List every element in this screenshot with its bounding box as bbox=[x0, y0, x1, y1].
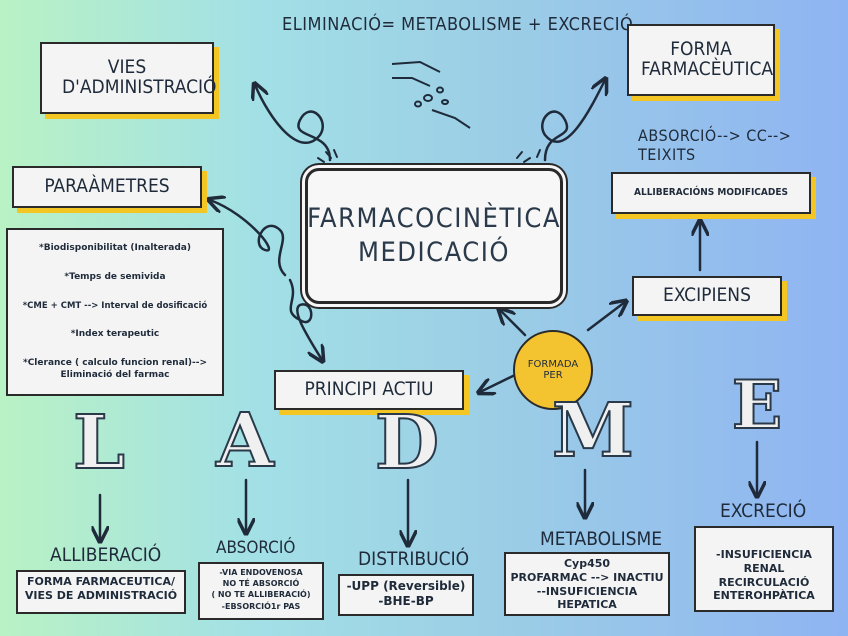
arrow-badge-principi bbox=[480, 373, 517, 392]
parametre-item: *Biodisponibilitat (Inalterada) bbox=[39, 242, 191, 253]
deco-ticks-right bbox=[516, 149, 541, 163]
floral-letter-a: A bbox=[215, 397, 274, 485]
note-line: VIES DE ADMINISTRACIÓ bbox=[24, 588, 178, 602]
stage-absorcio-notes: -VIA ENDOVENOSA NO TÉ ABSORCIÓ ( NO TE A… bbox=[198, 562, 324, 620]
central-title-line2: MEDICACIÓ bbox=[357, 237, 511, 268]
note-line: --INSUFICIENCIA bbox=[536, 584, 638, 598]
stage-distribucio-notes: -UPP (Reversible) -BHE-BP bbox=[338, 574, 474, 616]
box-principi-label: PRINCIPI ACTIU bbox=[304, 378, 434, 401]
box-forma-farmaceutica: FORMA FARMACÈUTICA bbox=[627, 24, 775, 96]
note-line: RECIRCULACIÓ bbox=[718, 575, 810, 589]
note-line: HEPATICA bbox=[557, 598, 617, 612]
box-principi-actiu: PRINCIPI ACTIU bbox=[274, 370, 464, 410]
parametres-list: *Biodisponibilitat (Inalterada) *Temps d… bbox=[6, 228, 224, 396]
box-forma-label: FORMA FARMACÈUTICA bbox=[641, 38, 774, 80]
note-line: ( NO TE ALLIBERACIÓ) bbox=[211, 590, 311, 600]
central-title-line1: FARMACOCINÈTICA bbox=[307, 203, 561, 235]
floral-letter-l: L bbox=[72, 399, 126, 487]
note-line: -UPP (Reversible) bbox=[346, 579, 466, 593]
badge-line1: FORMADA bbox=[527, 359, 579, 370]
stage-metabolisme-notes: Cyp450 PROFARMAC --> INACTIU --INSUFICIE… bbox=[504, 552, 670, 616]
box-excipiens-label: EXCIPIENS bbox=[663, 284, 751, 307]
box-parametres-label: PARAÀMETRES bbox=[44, 175, 170, 198]
box-vies-label: VIES D'ADMINISTRACIÓ bbox=[62, 56, 217, 98]
note-line: FORMA FARMACEUTICA/ bbox=[26, 575, 176, 588]
arrow-to-principi bbox=[288, 278, 322, 360]
box-parametres: PARAÀMETRES bbox=[12, 166, 202, 208]
note-line: NO TÉ ABSORCIÓ bbox=[222, 579, 300, 589]
box-alliberacions-modificades: ALLIBERACIÓNS MODIFICADES bbox=[611, 172, 811, 214]
floral-letter-d: D bbox=[374, 399, 440, 487]
absorcio-chain: ABSORCIÓ--> CC--> TEIXITS bbox=[638, 126, 792, 164]
parametre-item: *CME + CMT --> Interval de dosificació bbox=[22, 300, 208, 311]
central-topic: FARMACOCINÈTICA MEDICACIÓ bbox=[305, 168, 563, 304]
badge-line2: PER bbox=[543, 370, 563, 381]
arrow-to-forma bbox=[541, 80, 605, 162]
parametre-item: *Index terapeutic bbox=[70, 328, 160, 339]
formada-per-badge: FORMADA PER bbox=[513, 330, 593, 410]
arrow-to-vies bbox=[255, 85, 332, 162]
stage-alliberacio-title: ALLIBERACIÓ bbox=[50, 544, 162, 566]
stage-distribucio-title: DISTRIBUCIÓ bbox=[358, 548, 470, 570]
deco-ticks-left bbox=[317, 149, 338, 163]
box-alliberacions-label: ALLIBERACIÓNS MODIFICADES bbox=[634, 186, 788, 198]
arrow-to-parametres bbox=[210, 200, 287, 277]
box-vies-administracio: VIES D'ADMINISTRACIÓ bbox=[40, 42, 217, 114]
note-line: -EBSORCIÓ1r PAS bbox=[221, 601, 301, 611]
formula-header: ELIMINACIÓ= METABOLISME + EXCRECIÓ bbox=[282, 14, 634, 35]
stage-alliberacio-notes: FORMA FARMACEUTICA/ VIES DE ADMINISTRACI… bbox=[16, 570, 186, 614]
stage-absorcio-title: ABSORCIÓ bbox=[216, 538, 296, 558]
note-line: PROFARMAC --> INACTIU bbox=[510, 570, 664, 584]
floral-letter-m: M bbox=[551, 387, 635, 475]
parametre-item: *Clerance ( calculo funcion renal)--> El… bbox=[23, 357, 207, 380]
note-line: -BHE-BP bbox=[378, 594, 434, 608]
stage-excrecio-title: EXCRECIÓ bbox=[720, 500, 807, 522]
hand-pill-icon bbox=[391, 60, 471, 129]
stage-metabolisme-title: METABOLISME bbox=[540, 528, 663, 550]
note-line: ENTEROHPÀTICA bbox=[713, 589, 815, 603]
arrow-badge-excipiens bbox=[586, 302, 625, 332]
floral-letter-e: E bbox=[731, 365, 783, 445]
note-line: Cyp450 bbox=[563, 557, 611, 570]
note-line: -INSUFICIENCIA RENAL bbox=[716, 548, 812, 575]
parametre-item: *Temps de semivida bbox=[64, 271, 166, 282]
note-line: -VIA ENDOVENOSA bbox=[219, 568, 303, 577]
stage-excrecio-notes: -INSUFICIENCIA RENAL RECIRCULACIÓ ENTERO… bbox=[694, 526, 834, 612]
box-excipiens: EXCIPIENS bbox=[632, 276, 782, 316]
arrow-badge-center bbox=[500, 310, 527, 337]
